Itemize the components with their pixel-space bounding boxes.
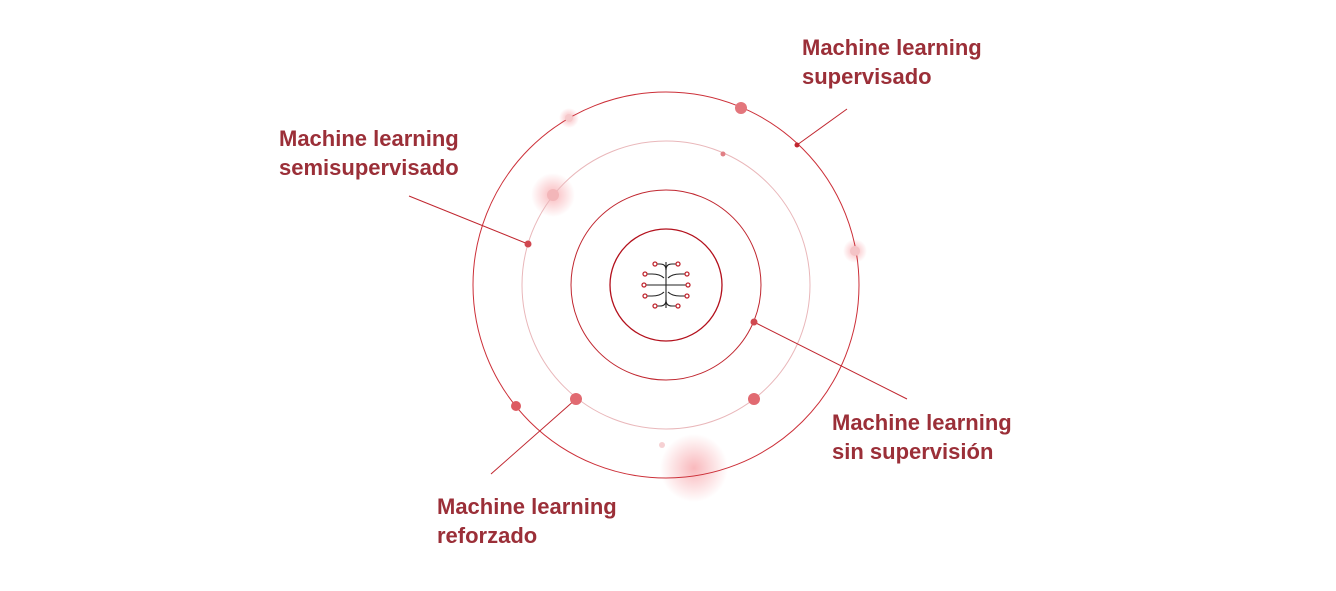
label-unsupervised-line1: Machine learning (832, 410, 1012, 435)
inner-ring (609, 228, 723, 342)
outer-ring (472, 91, 860, 479)
label-unsupervised-ml: Machine learning sin supervisión (832, 408, 1012, 466)
dot-ring2-bottom-left (570, 393, 582, 405)
dot-ring2-bottom-right (748, 393, 760, 405)
label-unsupervised-line2: sin supervisión (832, 439, 994, 464)
dot-ring2-left (524, 240, 532, 248)
dot-outer-top-right (794, 142, 800, 148)
connector-sin-supervision (753, 321, 908, 400)
glow-bottom (660, 434, 728, 502)
dot-ring2-top (720, 151, 726, 157)
dot-outer-top (735, 102, 747, 114)
connector-supervisado (796, 108, 848, 146)
label-reinforcement-ml: Machine learning reforzado (437, 492, 617, 550)
third-ring (570, 189, 762, 381)
dot-ring2-bottom (659, 442, 665, 448)
label-reinforcement-line1: Machine learning (437, 494, 617, 519)
label-supervised-ml: Machine learning supervisado (802, 33, 982, 91)
connector-reforzado (490, 398, 577, 475)
dot-ring3-right (750, 318, 758, 326)
dot-ring2-upper-left (547, 189, 559, 201)
circuit-tree-icon (642, 262, 690, 308)
circuit-node-dots (641, 261, 691, 309)
label-semisupervised-ml: Machine learning semisupervisado (279, 124, 459, 182)
label-supervised-line2: supervisado (802, 64, 932, 89)
label-semisupervised-line2: semisupervisado (279, 155, 459, 180)
label-reinforcement-line2: reforzado (437, 523, 538, 548)
second-ring (521, 140, 811, 430)
dot-outer-bottom-left (511, 401, 521, 411)
label-semisupervised-line1: Machine learning (279, 126, 459, 151)
connector-semisupervisado (408, 195, 529, 245)
dot-outer-top-left (565, 114, 573, 122)
dot-outer-right (850, 246, 860, 256)
label-supervised-line1: Machine learning (802, 35, 982, 60)
